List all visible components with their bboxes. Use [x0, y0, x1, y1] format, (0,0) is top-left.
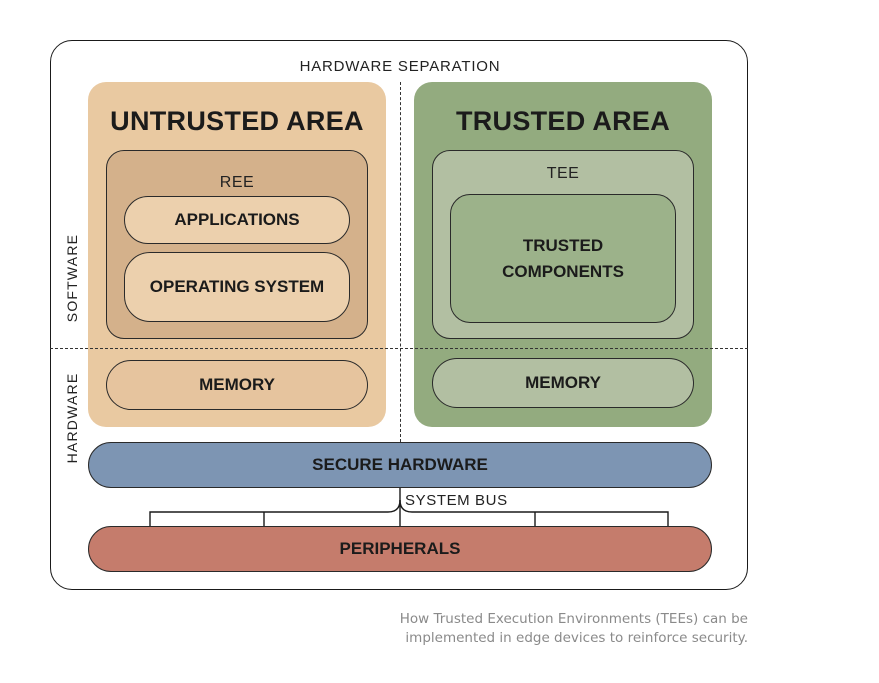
hardware-label: HARDWARE — [64, 372, 80, 464]
software-hardware-divider — [50, 348, 748, 349]
trusted-components-line2: COMPONENTS — [502, 261, 624, 281]
trusted-area-title: TRUSTED AREA — [455, 106, 671, 136]
caption-line-2: implemented in edge devices to reinforce… — [405, 630, 748, 646]
system-bus-label: SYSTEM BUS — [405, 492, 508, 509]
secure-hardware-box: SECURE HARDWARE — [88, 442, 712, 488]
operating-system-box: OPERATING SYSTEM — [124, 252, 350, 322]
caption-line-1: How Trusted Execution Environments (TEEs… — [399, 611, 748, 627]
ree-label: REE — [219, 174, 255, 191]
trusted-memory-box: MEMORY — [432, 358, 694, 408]
untrusted-area-title: UNTRUSTED AREA — [110, 106, 364, 136]
applications-box: APPLICATIONS — [124, 196, 350, 244]
untrusted-memory-box: MEMORY — [106, 360, 368, 410]
hardware-separation-line — [400, 82, 401, 442]
peripherals-box: PERIPHERALS — [88, 526, 712, 572]
figure-caption: How Trusted Execution Environments (TEEs… — [300, 610, 748, 648]
software-label: SOFTWARE — [64, 233, 80, 323]
tee-label: TEE — [546, 165, 580, 182]
trusted-components-box: TRUSTED COMPONENTS — [450, 194, 676, 323]
hardware-separation-label: HARDWARE SEPARATION — [299, 58, 501, 75]
trusted-components-line1: TRUSTED — [522, 235, 604, 255]
